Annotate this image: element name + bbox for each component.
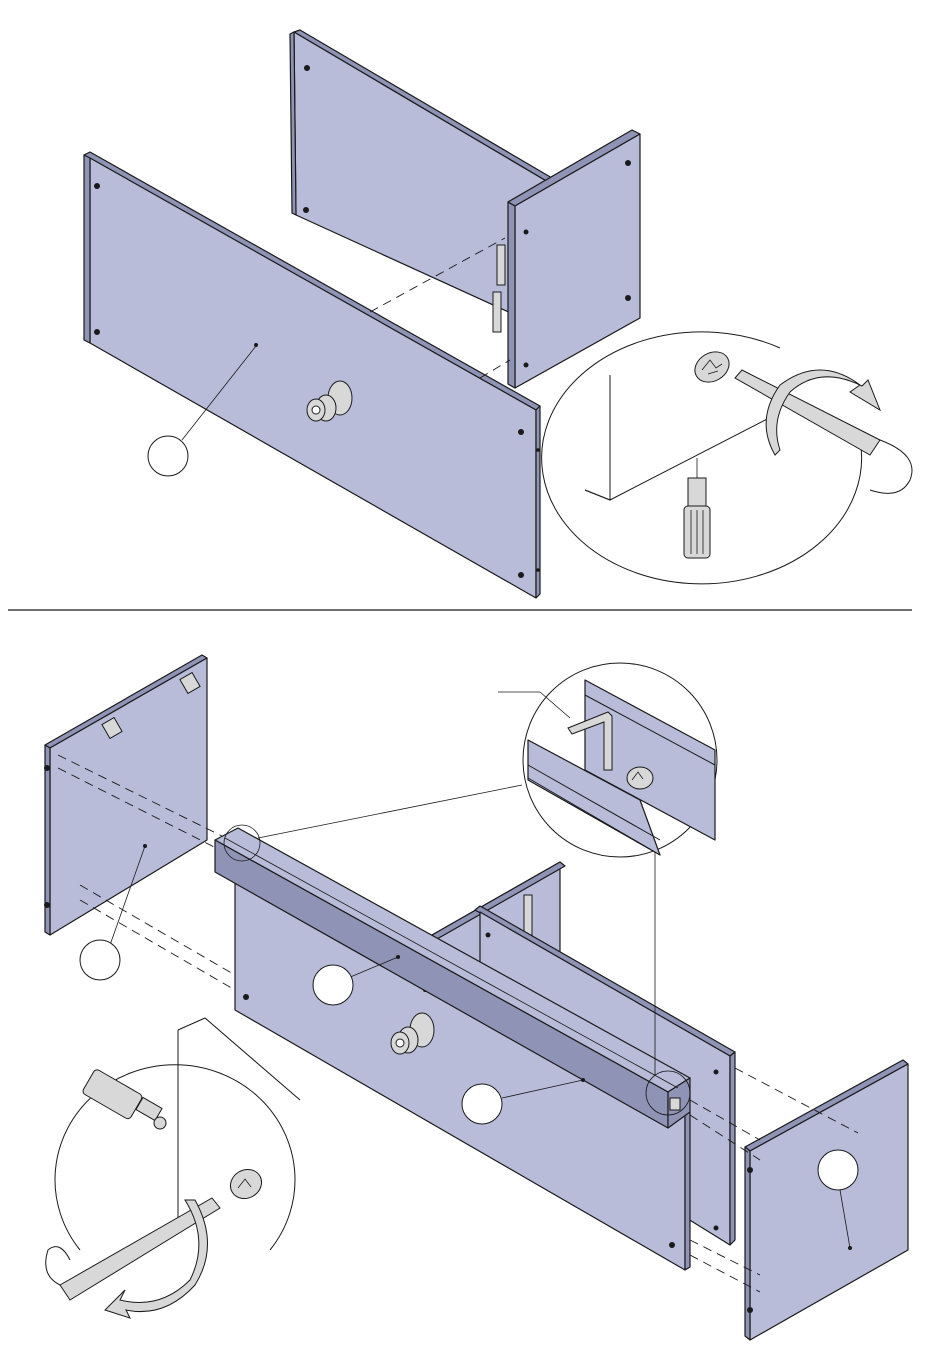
dowel-connector-icon — [497, 245, 505, 285]
detail-view-allen-key — [498, 663, 717, 857]
detail-view-screwdriver-2 — [46, 1018, 300, 1318]
part-callout — [80, 940, 120, 980]
dowel-connector-icon — [493, 292, 501, 332]
part-callout — [462, 1084, 502, 1124]
left-side-panel — [44, 655, 207, 935]
cam-lock-icon — [627, 767, 653, 789]
alignment-line — [480, 360, 510, 378]
detail-view-screwdriver — [542, 332, 912, 584]
step-bottom — [44, 655, 908, 1340]
part-callout — [148, 436, 188, 476]
right-side-panel-assembled — [745, 1060, 908, 1340]
step-top — [84, 30, 912, 598]
part-callout — [818, 1150, 858, 1190]
part-callout — [313, 965, 353, 1005]
